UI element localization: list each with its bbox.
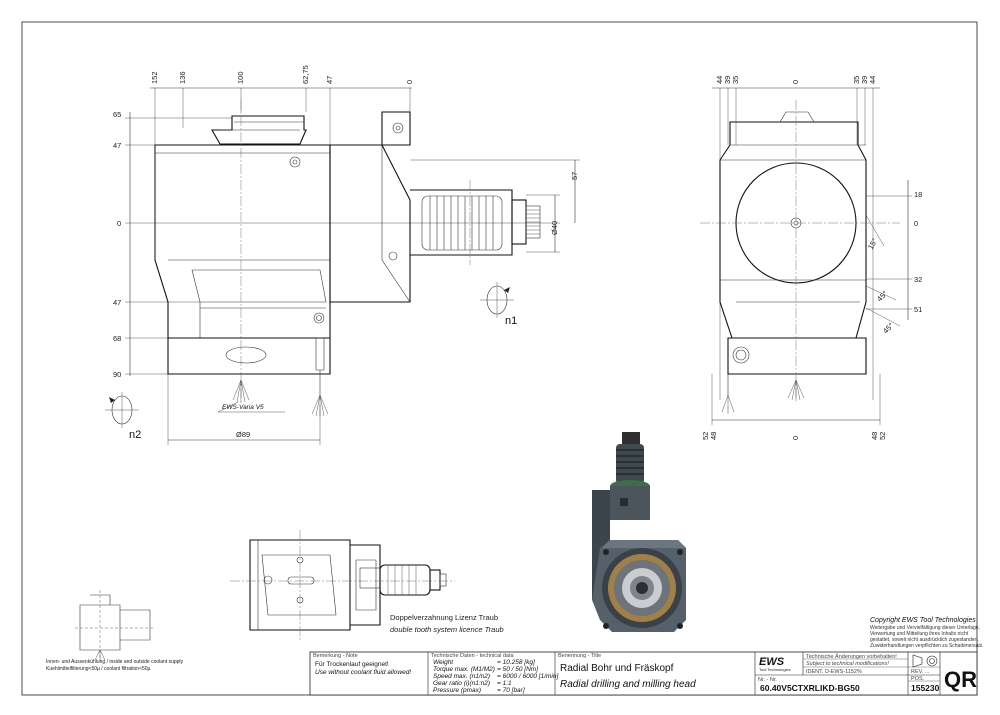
dim-48-right: 48 — [870, 432, 879, 440]
n2-label: n2 — [129, 429, 141, 441]
pos-label: POS. — [911, 676, 925, 682]
rev: REV. ... — [911, 669, 930, 675]
cooling-note-de: Innen- und Aussenkühlung / inside and ou… — [46, 659, 184, 665]
licence-note-en: double tooth system licence Traub — [390, 625, 504, 634]
rotation-n2-icon — [105, 392, 139, 428]
projection-symbol-icon — [912, 654, 938, 668]
dim-39-right: 39 — [860, 76, 869, 84]
remark-header: Bemerkung - Note — [313, 653, 358, 659]
dim-52-right: 52 — [878, 432, 887, 440]
dim-62-75: 62,75 — [301, 65, 310, 84]
licence-note-de: Doppelverzahnung Lizenz Traub — [390, 613, 498, 622]
side-view: 44 39 35 0 35 39 44 — [700, 76, 922, 440]
dim-100: 100 — [236, 71, 245, 84]
no-label: Nr. - Nr. — [758, 677, 777, 683]
cooling-note-en: Kuehlmittelfilterung<50µ / coolant filtr… — [46, 666, 151, 672]
tech-label-pressure: Pressure (pmax) — [433, 687, 481, 694]
product-name-en: Radial drilling and milling head — [560, 679, 696, 690]
product-name-de: Radial Bohr und Fräskopf — [560, 663, 674, 674]
drawing-number: 155230 — [911, 683, 940, 693]
dim-52-left: 52 — [701, 432, 710, 440]
dim-47-top: 47 — [325, 76, 334, 84]
angle-45-lower: 45° — [881, 321, 895, 335]
coolant-spray-side — [721, 379, 805, 414]
n1-label: n1 — [505, 315, 517, 327]
dim-dia-89: Ø89 — [236, 430, 250, 439]
tech-header: Technische Daten - technical data — [431, 653, 514, 659]
coolant-schematic — [75, 590, 155, 661]
dim-90: 90 — [113, 370, 121, 379]
dim-152: 152 — [150, 71, 159, 84]
dim-47-lower: 47 — [113, 298, 121, 307]
dim-0-top: 0 — [405, 80, 414, 84]
tech-label-torque: Torque max. (M1/M2) — [433, 666, 495, 673]
dim-0-left: 0 — [117, 219, 121, 228]
tech-value-torque: = 50 / 50 [Nm] — [497, 666, 538, 673]
tech-value-weight: = 10.258 [kg] — [497, 659, 535, 666]
top-view — [230, 530, 455, 640]
tech-label-gear: Gear ratio (i)(n1:n2) — [433, 680, 490, 687]
tech-value-gear: = 1:1 — [497, 680, 512, 687]
part-number: 60.40V5CTXRLIKD-BG50 — [760, 683, 860, 693]
changes-en: Subject to technical modifications! — [806, 661, 889, 667]
remark-line-1: Für Trockenlauf geeignet! — [315, 661, 389, 668]
tech-value-pressure: = 70 [bar] — [497, 687, 525, 694]
tech-label-weight: Weight — [433, 659, 454, 666]
dim-39-left: 39 — [723, 76, 732, 84]
dim-47-upper: 47 — [113, 141, 121, 150]
dim-44-right: 44 — [868, 76, 877, 84]
changes-label: Technische Änderungen vorbehalten! — [806, 653, 897, 660]
dim-35-left: 35 — [731, 76, 740, 84]
dim-0-side-top: 0 — [791, 80, 800, 84]
copyright-line-4: Zuwiderhandlungen verpflichten zu Schade… — [870, 643, 984, 649]
tech-label-speed: Speed max. (n1/n2) — [433, 673, 490, 680]
dim-136: 136 — [178, 71, 187, 84]
tech-value-speed: = 6000 / 6000 [1/min] — [497, 673, 558, 680]
dim-57: 57 — [570, 172, 579, 180]
front-view: 152 136 100 62,75 47 0 65 47 0 47 68 90 — [105, 65, 580, 445]
product-3d-render — [592, 432, 686, 632]
dim-32: 32 — [914, 275, 922, 284]
ident: IDENT. D-EWS-1152% — [806, 669, 862, 675]
dim-65: 65 — [113, 110, 121, 119]
ews-logo-sub: Tool Technologies — [759, 667, 791, 672]
dim-18: 18 — [914, 190, 922, 199]
dim-0-side-bottom: 0 — [791, 436, 800, 440]
drawing-frame — [21, 21, 978, 696]
title-block: Bemerkung - Note Für Trockenlauf geeigne… — [309, 651, 978, 696]
angle-15: 15° — [866, 237, 879, 251]
copyright-line-1: Weitergabe und Vervielfältigung dieser U… — [870, 625, 980, 631]
name-header: Benennung - Title — [558, 653, 601, 659]
qr-label: QR — [944, 667, 977, 692]
dim-44-left: 44 — [715, 76, 724, 84]
dim-48-left: 48 — [709, 432, 718, 440]
coolant-spray-left — [232, 379, 250, 403]
copyright-title: Copyright EWS Tool Technologies — [870, 617, 976, 624]
rotation-n1-icon — [480, 282, 514, 318]
ews-logo: EWS — [759, 656, 785, 668]
dim-51: 51 — [914, 305, 922, 314]
dim-dia-40: Ø40 — [550, 221, 559, 235]
dim-0-side-right: 0 — [914, 219, 918, 228]
copyright-line-2: Verwertung und Mitteilung ihres Inhalts … — [870, 631, 969, 637]
dim-35-right: 35 — [852, 76, 861, 84]
remark-line-2: Use without coolant fluid allowed! — [315, 669, 411, 676]
copyright-line-3: gestattet, soweit nicht ausdrücklich zug… — [870, 637, 979, 643]
varia-label: EWS-Varia V5 — [222, 404, 264, 411]
dim-68: 68 — [113, 334, 121, 343]
